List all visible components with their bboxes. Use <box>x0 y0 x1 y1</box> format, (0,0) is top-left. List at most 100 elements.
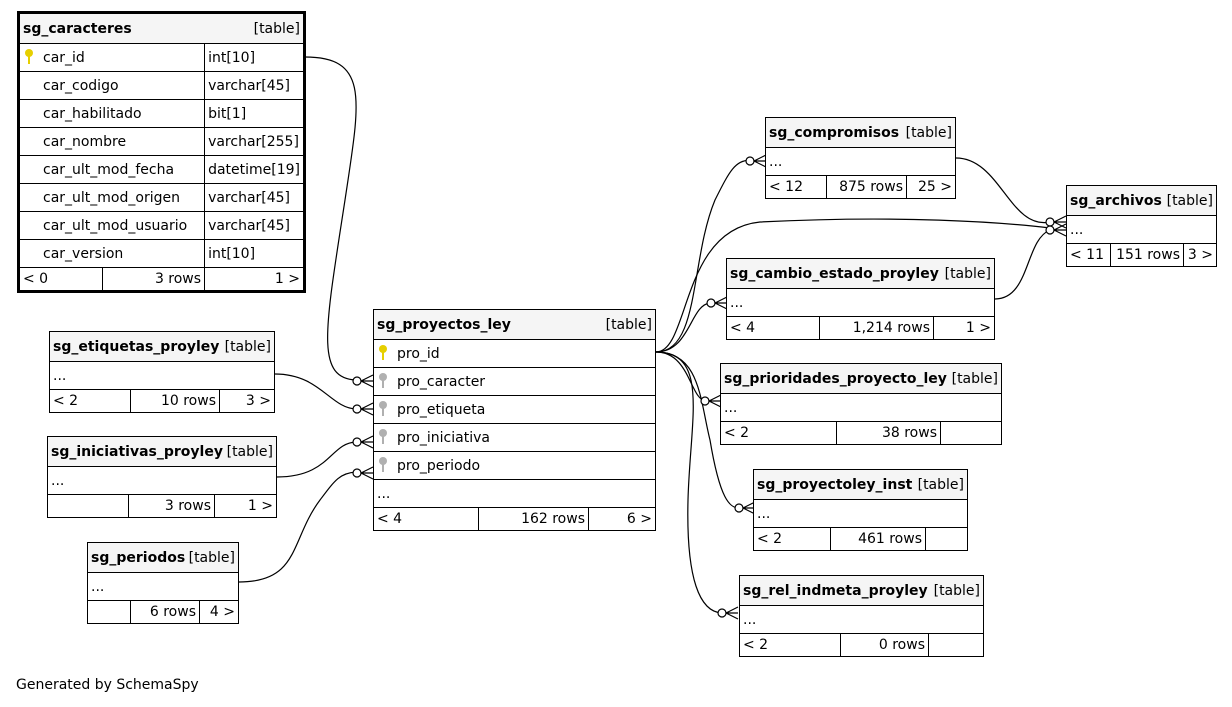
more-columns: ... <box>753 499 968 528</box>
column-name: pro_caracter <box>397 373 486 390</box>
column-name: car_ult_mod_fecha <box>43 161 175 178</box>
column-row[interactable]: car_codigo varchar[45] <box>17 71 305 100</box>
column-row[interactable]: car_ult_mod_origen varchar[45] <box>17 183 305 212</box>
table-sg-proyectoley-inst[interactable]: sg_proyectoley_inst [table] ... < 2 461 … <box>753 469 968 551</box>
table-sg-periodos[interactable]: sg_periodos [table] ... 6 rows 4 > <box>87 542 239 624</box>
parents-count[interactable]: < 2 <box>720 421 837 445</box>
parents-count[interactable]: < 11 <box>1066 243 1111 267</box>
parents-count[interactable]: < 2 <box>49 389 131 413</box>
table-sg-archivos[interactable]: sg_archivos [table] ... < 11 151 rows 3 … <box>1066 185 1217 267</box>
column-row[interactable]: pro_iniciativa <box>373 423 656 452</box>
table-name: sg_etiquetas_proyley <box>53 338 220 355</box>
table-type: [table] <box>933 582 980 599</box>
column-type: varchar[45] <box>204 211 305 240</box>
parents-count[interactable]: < 2 <box>739 633 841 657</box>
table-name: sg_iniciativas_proyley <box>51 443 223 460</box>
column-name: pro_id <box>397 345 440 362</box>
row-count: 10 rows <box>130 389 220 413</box>
children-count[interactable]: 1 > <box>204 267 305 292</box>
table-name: sg_proyectoley_inst <box>757 476 913 493</box>
table-sg-iniciativas-proyley[interactable]: sg_iniciativas_proyley [table] ... 3 row… <box>47 436 277 518</box>
parents-count[interactable] <box>87 600 131 624</box>
table-name: sg_rel_indmeta_proyley <box>743 582 928 599</box>
table-name: sg_compromisos <box>769 124 900 141</box>
column-name: pro_iniciativa <box>397 429 490 446</box>
table-type: [table] <box>951 370 998 387</box>
row-count: 461 rows <box>830 527 926 551</box>
children-count[interactable]: 3 > <box>1183 243 1217 267</box>
children-count[interactable] <box>940 421 1002 445</box>
row-count: 151 rows <box>1110 243 1184 267</box>
more-columns: ... <box>87 572 239 601</box>
column-type: int[10] <box>204 43 305 72</box>
row-count: 38 rows <box>836 421 941 445</box>
table-type: [table] <box>1166 192 1213 209</box>
column-row[interactable]: pro_id <box>373 339 656 368</box>
column-name: car_ult_mod_origen <box>43 189 180 206</box>
parents-count[interactable]: < 2 <box>753 527 831 551</box>
children-count[interactable]: 3 > <box>219 389 275 413</box>
foreign-key-icon <box>377 456 397 476</box>
table-sg-compromisos[interactable]: sg_compromisos [table] ... < 12 875 rows… <box>765 117 956 199</box>
children-count[interactable]: 6 > <box>588 507 656 531</box>
parents-count[interactable]: < 4 <box>726 316 820 340</box>
column-row[interactable]: car_ult_mod_fecha datetime[19] <box>17 155 305 184</box>
column-type: varchar[45] <box>204 71 305 100</box>
column-type: bit[1] <box>204 99 305 128</box>
table-sg-caracteres[interactable]: sg_caracteres [table] car_id int[10] car… <box>17 11 306 293</box>
column-row[interactable]: car_id int[10] <box>17 43 305 72</box>
primary-key-icon <box>377 344 397 364</box>
column-name: car_nombre <box>43 133 127 150</box>
column-row[interactable]: car_ult_mod_usuario varchar[45] <box>17 211 305 240</box>
column-name: car_id <box>43 49 85 66</box>
column-row[interactable]: car_nombre varchar[255] <box>17 127 305 156</box>
row-count: 3 rows <box>128 494 215 518</box>
row-count: 0 rows <box>840 633 929 657</box>
column-type: varchar[255] <box>204 127 305 156</box>
column-name: pro_periodo <box>397 457 481 474</box>
table-type: [table] <box>224 338 271 355</box>
table-sg-etiquetas-proyley[interactable]: sg_etiquetas_proyley [table] ... < 2 10 … <box>49 331 275 413</box>
row-count: 6 rows <box>130 600 200 624</box>
table-type: [table] <box>905 124 952 141</box>
table-name: sg_periodos <box>91 549 186 566</box>
table-name: sg_cambio_estado_proyley <box>730 265 939 282</box>
table-sg-rel-indmeta-proyley[interactable]: sg_rel_indmeta_proyley [table] ... < 2 0… <box>739 575 984 657</box>
children-count[interactable]: 1 > <box>214 494 277 518</box>
children-count[interactable] <box>925 527 968 551</box>
children-count[interactable]: 4 > <box>199 600 239 624</box>
more-columns: ... <box>720 393 1002 422</box>
foreign-key-icon <box>377 372 397 392</box>
more-columns: ... <box>765 147 956 176</box>
row-count: 162 rows <box>478 507 589 531</box>
children-count[interactable]: 1 > <box>933 316 995 340</box>
column-row[interactable]: car_version int[10] <box>17 239 305 268</box>
table-type: [table] <box>944 265 991 282</box>
more-columns: ... <box>726 288 995 317</box>
column-name: car_ult_mod_usuario <box>43 217 188 234</box>
parents-count[interactable]: < 0 <box>18 267 103 292</box>
parents-count[interactable] <box>47 494 129 518</box>
table-sg-cambio-estado-proyley[interactable]: sg_cambio_estado_proyley [table] ... < 4… <box>726 258 995 340</box>
column-row[interactable]: pro_etiqueta <box>373 395 656 424</box>
column-type: varchar[45] <box>204 183 305 212</box>
children-count[interactable]: 25 > <box>906 175 956 199</box>
children-count[interactable] <box>928 633 984 657</box>
parents-count[interactable]: < 12 <box>765 175 827 199</box>
parents-count[interactable]: < 4 <box>373 507 479 531</box>
table-type: [table] <box>253 20 300 37</box>
column-type: datetime[19] <box>204 155 305 184</box>
row-count: 875 rows <box>826 175 907 199</box>
column-row[interactable]: car_habilitado bit[1] <box>17 99 305 128</box>
column-row[interactable]: pro_caracter <box>373 367 656 396</box>
table-sg-proyectos-ley[interactable]: sg_proyectos_ley [table] pro_id pro_cara… <box>373 309 656 531</box>
column-name: pro_etiqueta <box>397 401 486 418</box>
column-name: car_codigo <box>43 77 119 94</box>
more-columns: ... <box>739 605 984 634</box>
table-name: sg_prioridades_proyecto_ley <box>724 370 947 387</box>
table-sg-prioridades-proyecto-ley[interactable]: sg_prioridades_proyecto_ley [table] ... … <box>720 363 1002 445</box>
column-row[interactable]: pro_periodo <box>373 451 656 480</box>
table-type: [table] <box>605 316 652 333</box>
foreign-key-icon <box>377 400 397 420</box>
